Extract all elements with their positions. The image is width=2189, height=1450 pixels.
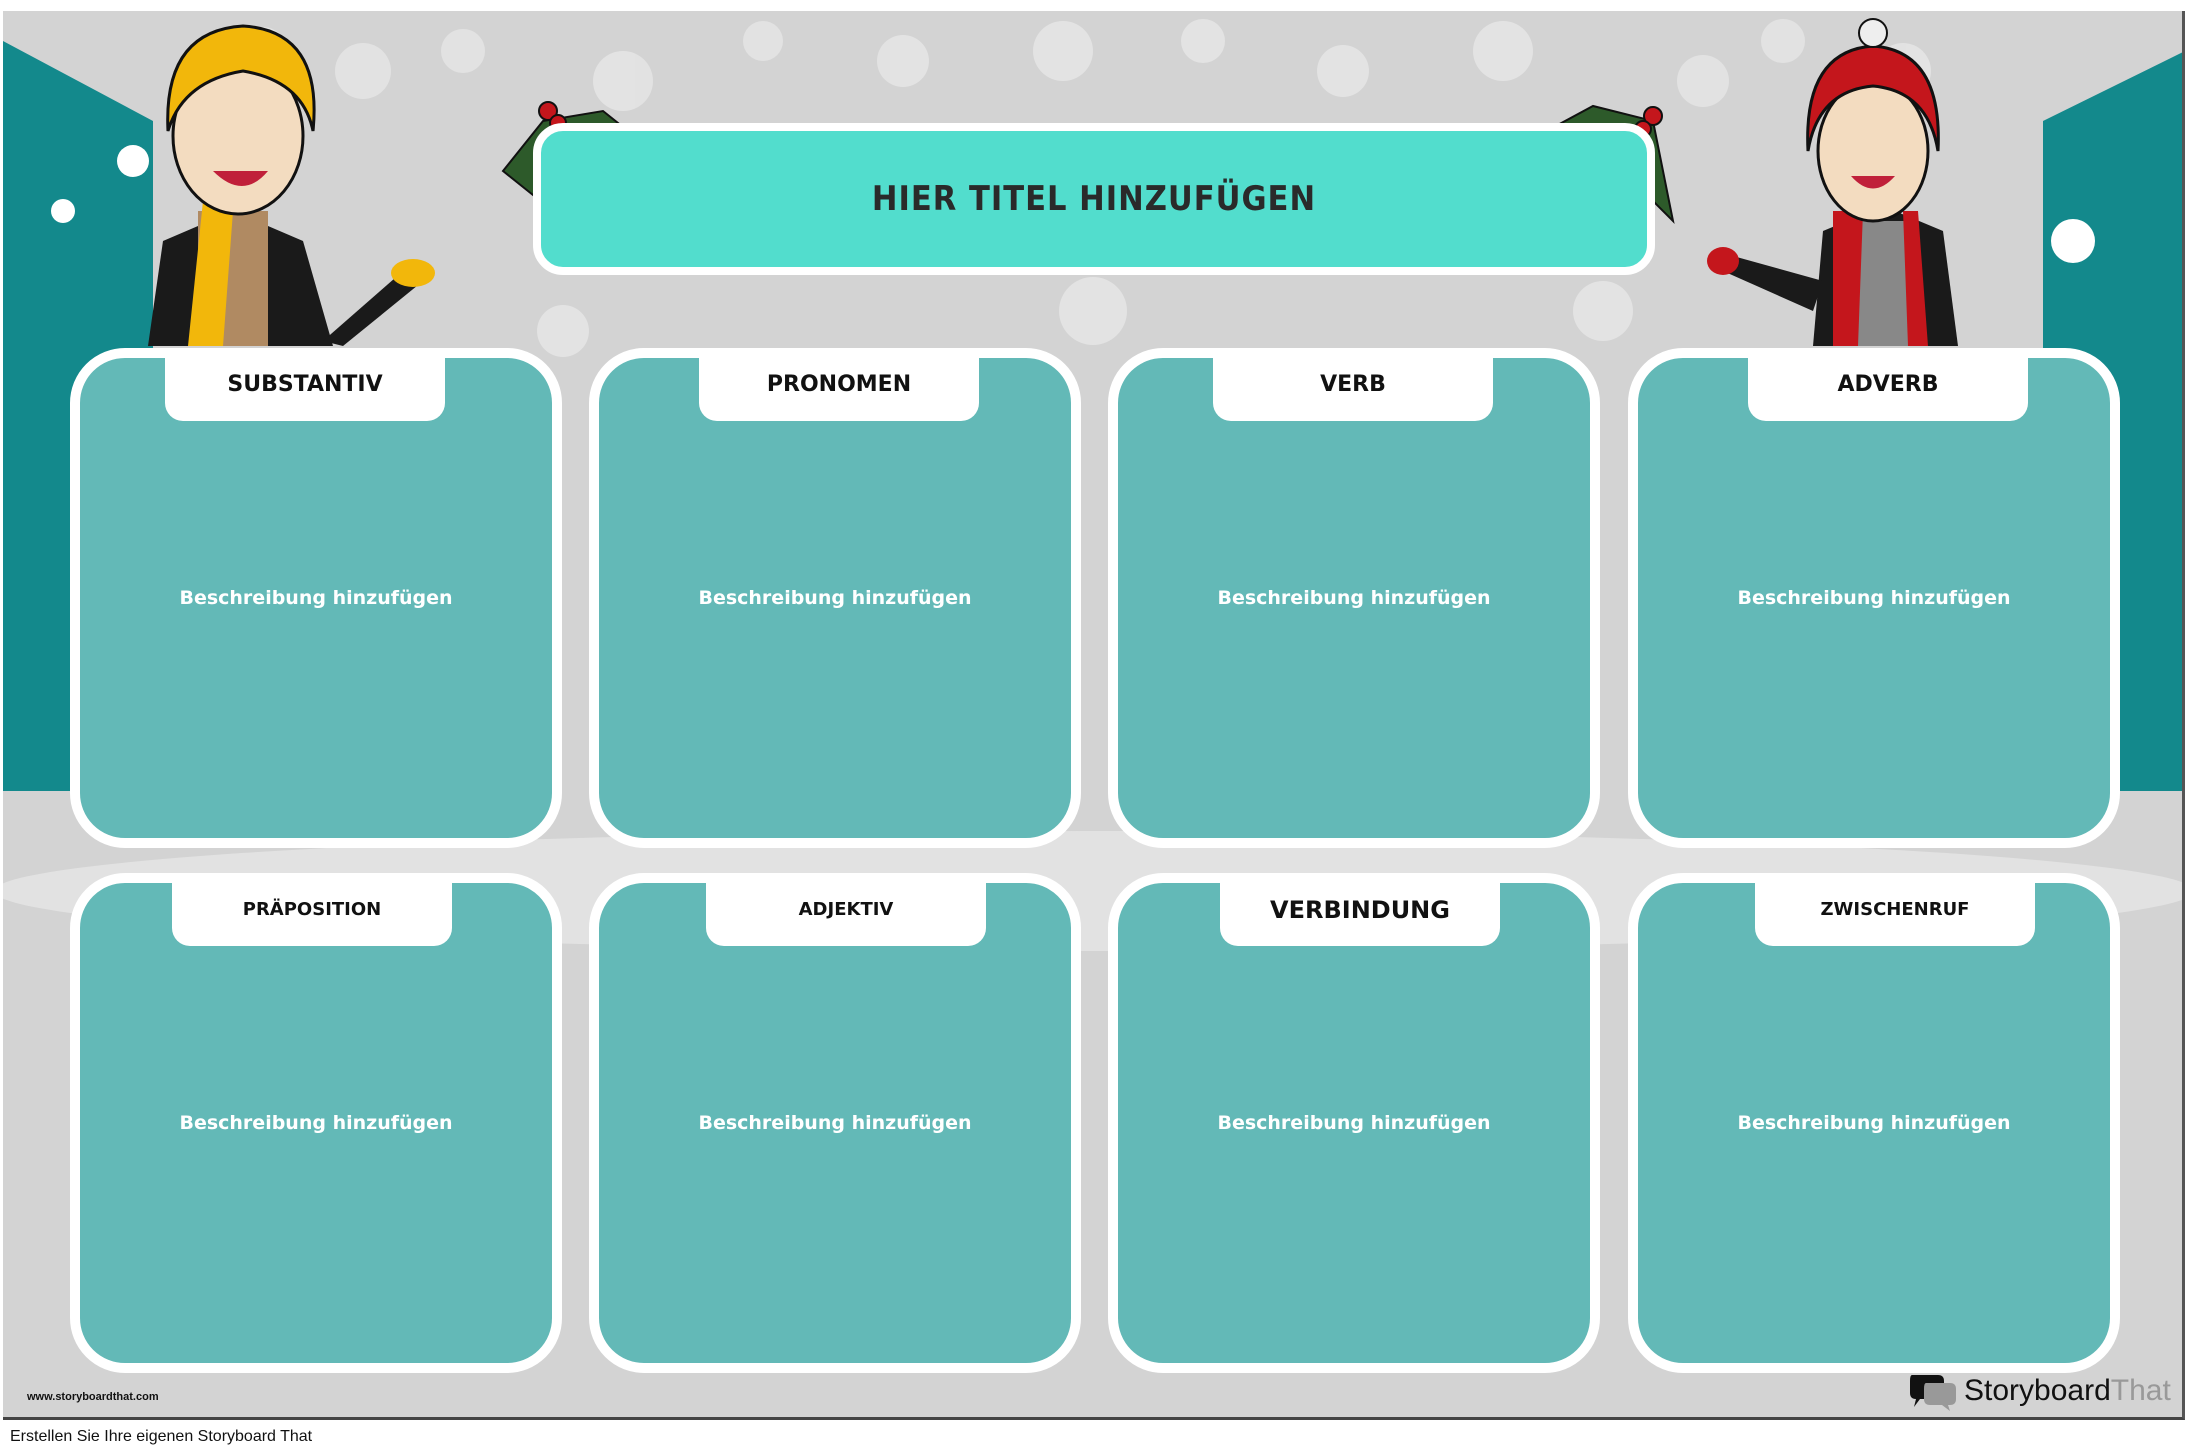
card-label[interactable]: PRÄPOSITION <box>172 873 452 946</box>
card-label[interactable]: SUBSTANTIV <box>165 348 445 421</box>
card-label[interactable]: ZWISCHENRUF <box>1755 873 2035 946</box>
card-praeposition[interactable]: PRÄPOSITION Beschreibung hinzufügen <box>70 873 562 1373</box>
card-description[interactable]: Beschreibung hinzufügen <box>1217 1112 1491 1134</box>
card-adjektiv[interactable]: ADJEKTIV Beschreibung hinzufügen <box>589 873 1081 1373</box>
card-label[interactable]: VERBINDUNG <box>1220 873 1500 946</box>
card-description[interactable]: Beschreibung hinzufügen <box>179 587 453 609</box>
card-zwischenruf[interactable]: ZWISCHENRUF Beschreibung hinzufügen <box>1628 873 2120 1373</box>
card-substantiv[interactable]: SUBSTANTIV Beschreibung hinzufügen <box>70 348 562 848</box>
logo-text-storyboard: Storyboard <box>1964 1374 2111 1407</box>
title-bar[interactable]: HIER TITEL HINZUFÜGEN <box>533 123 1655 275</box>
card-description[interactable]: Beschreibung hinzufügen <box>179 1112 453 1134</box>
card-label[interactable]: VERB <box>1213 348 1493 421</box>
footer-link[interactable]: Erstellen Sie Ihre eigenen Storyboard Th… <box>10 1428 313 1445</box>
card-label[interactable]: PRONOMEN <box>699 348 979 421</box>
card-adverb[interactable]: ADVERB Beschreibung hinzufügen <box>1628 348 2120 848</box>
storyboardthat-logo: StoryboardThat <box>1908 1371 2171 1411</box>
right-character-illustration <box>1707 18 1958 346</box>
logo-text-that: That <box>2110 1374 2171 1407</box>
card-description[interactable]: Beschreibung hinzufügen <box>698 587 972 609</box>
card-pronomen[interactable]: PRONOMEN Beschreibung hinzufügen <box>589 348 1081 848</box>
card-label[interactable]: ADVERB <box>1748 348 2028 421</box>
speech-bubbles-icon <box>1910 1375 1956 1411</box>
watermark-url: www.storyboardthat.com <box>27 1391 159 1403</box>
card-verb[interactable]: VERB Beschreibung hinzufügen <box>1108 348 1600 848</box>
poster: HIER TITEL HINZUFÜGEN SUBSTANTIV Beschre… <box>3 11 2185 1420</box>
left-character-illustration <box>148 24 435 346</box>
card-description[interactable]: Beschreibung hinzufügen <box>1217 587 1491 609</box>
card-verbindung[interactable]: VERBINDUNG Beschreibung hinzufügen <box>1108 873 1600 1373</box>
card-label[interactable]: ADJEKTIV <box>706 873 986 946</box>
card-description[interactable]: Beschreibung hinzufügen <box>1737 587 2011 609</box>
poster-title[interactable]: HIER TITEL HINZUFÜGEN <box>871 179 1317 219</box>
card-description[interactable]: Beschreibung hinzufügen <box>698 1112 972 1134</box>
card-description[interactable]: Beschreibung hinzufügen <box>1737 1112 2011 1134</box>
